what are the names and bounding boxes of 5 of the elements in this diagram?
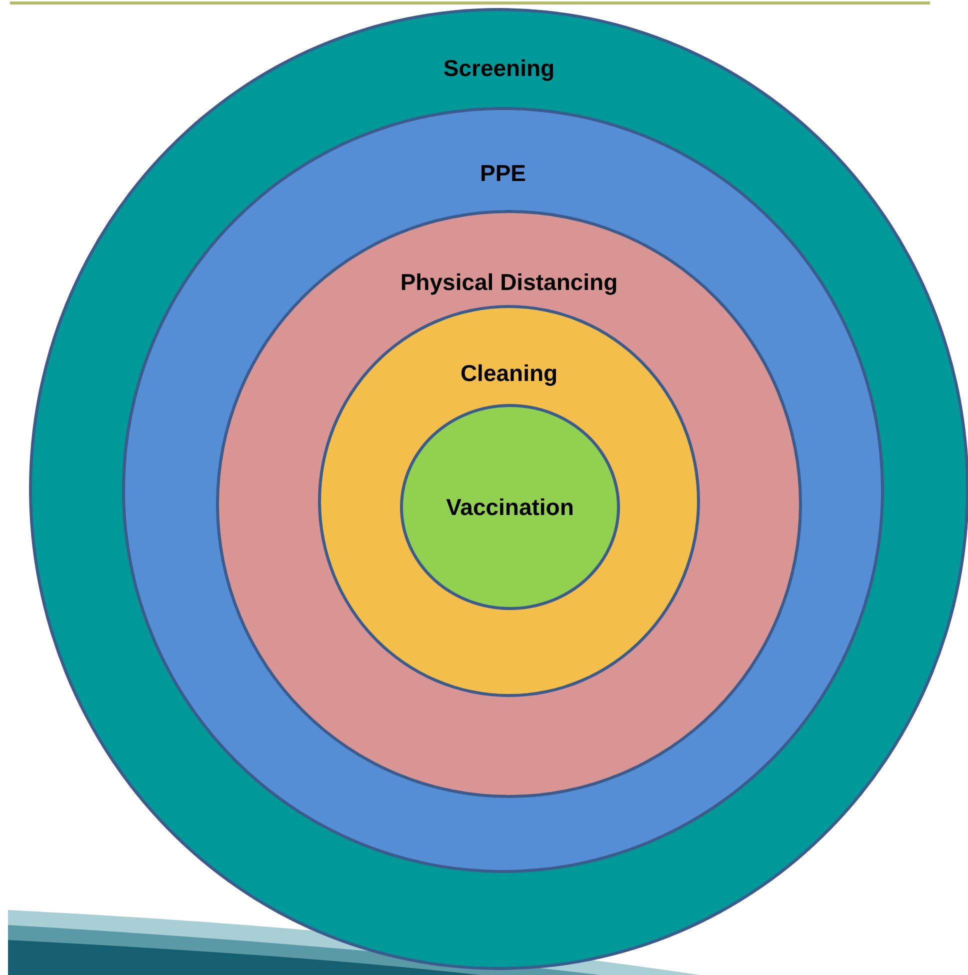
ring-label: Vaccination <box>446 492 574 522</box>
ring-label: PPE <box>480 159 526 188</box>
ring-label: Physical Distancing <box>400 268 618 297</box>
ring-label: Cleaning <box>460 359 558 388</box>
ring-label: Screening <box>443 54 555 83</box>
